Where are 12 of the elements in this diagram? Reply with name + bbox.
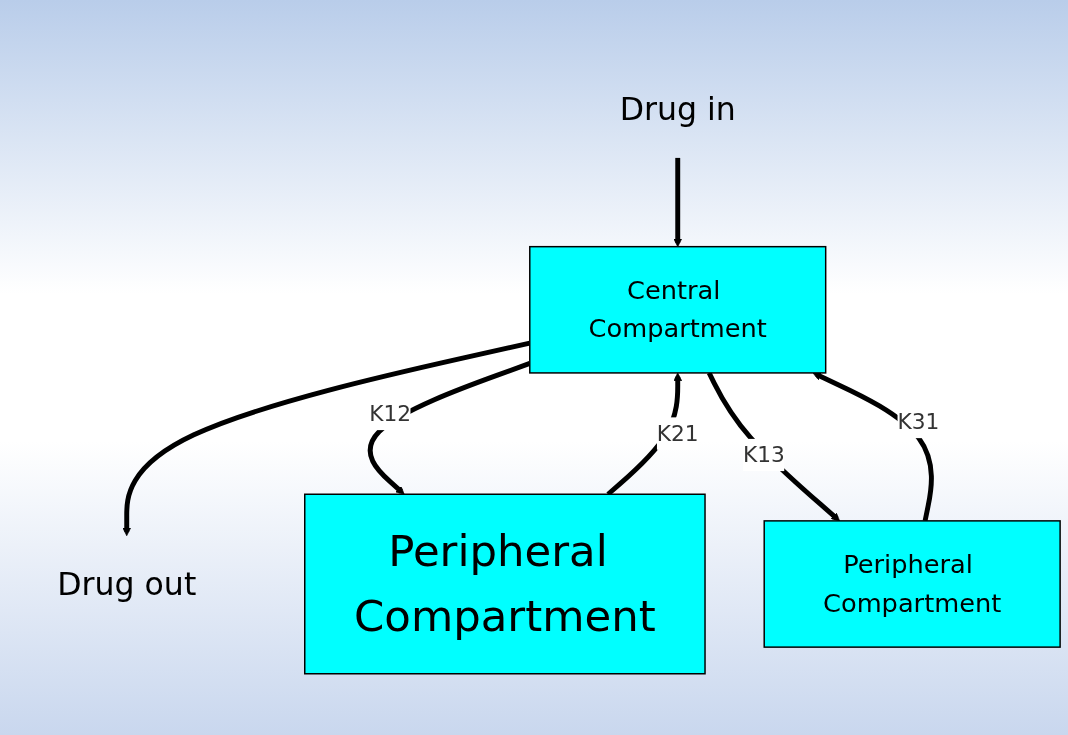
node-text: Drug in	[619, 90, 736, 129]
edge-label: K21	[656, 421, 699, 446]
node-box: Peripheral Compartment	[763, 520, 1061, 648]
arrow	[706, 371, 840, 522]
edge-label: K12	[369, 401, 412, 427]
edge-label: K31	[897, 409, 940, 435]
arrow	[812, 372, 934, 522]
node-box: Central Compartment	[529, 245, 827, 374]
arrow	[673, 157, 683, 248]
node-text: Drug out	[57, 565, 197, 603]
edge-label: K13	[742, 442, 785, 468]
node-box: Peripheral Compartment	[304, 493, 706, 675]
